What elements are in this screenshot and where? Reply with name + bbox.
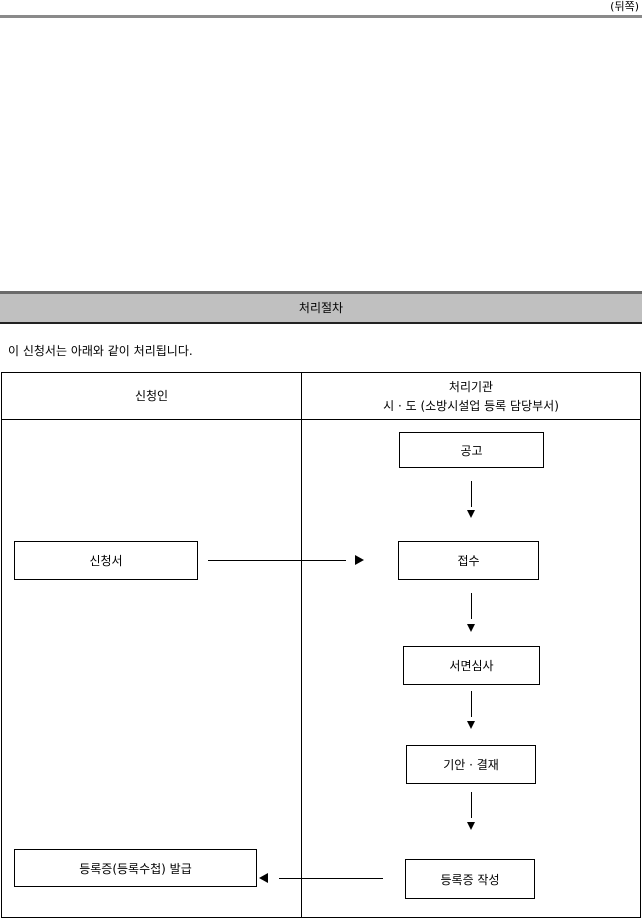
flow-connector bbox=[471, 593, 472, 619]
step-document-review-box: 서면심사 bbox=[403, 646, 540, 685]
column-divider bbox=[301, 373, 302, 917]
step-drafting-approval-box: 기안 · 결재 bbox=[406, 745, 536, 784]
arrow-down-icon bbox=[467, 822, 475, 830]
flow-connector bbox=[471, 691, 472, 717]
flow-connector bbox=[471, 792, 472, 818]
top-divider bbox=[0, 15, 642, 18]
flow-connector bbox=[208, 560, 346, 561]
process-intro-text: 이 신청서는 아래와 같이 처리됩니다. bbox=[8, 344, 193, 358]
agency-header-title: 처리기관 bbox=[448, 380, 494, 394]
applicant-column-header: 신청인 bbox=[134, 389, 169, 403]
agency-header-subtitle: 시 · 도 (소방시설업 등록 담당부서) bbox=[383, 399, 559, 413]
flow-connector bbox=[279, 878, 383, 879]
arrow-down-icon bbox=[467, 624, 475, 632]
step-receipt-box: 접수 bbox=[398, 541, 539, 580]
step-issuance-box: 등록증(등록수첩) 발급 bbox=[14, 849, 257, 887]
page-side-label: (뒤쪽) bbox=[610, 0, 639, 13]
step-application-box: 신청서 bbox=[14, 541, 198, 580]
step-certificate-preparation-box: 등록증 작성 bbox=[405, 859, 535, 899]
agency-column-header: 처리기관 시 · 도 (소방시설업 등록 담당부서) bbox=[302, 373, 640, 419]
arrow-left-icon bbox=[259, 873, 268, 883]
arrow-down-icon bbox=[467, 510, 475, 518]
header-divider bbox=[2, 419, 640, 420]
process-section-header: 처리절차 bbox=[0, 291, 642, 324]
step-notice-box: 공고 bbox=[399, 432, 544, 468]
process-flow-table: 신청인 처리기관 시 · 도 (소방시설업 등록 담당부서) 공고 접수 서면심… bbox=[1, 372, 641, 918]
flow-connector bbox=[471, 481, 472, 507]
arrow-down-icon bbox=[467, 721, 475, 729]
arrow-right-icon bbox=[355, 555, 364, 565]
